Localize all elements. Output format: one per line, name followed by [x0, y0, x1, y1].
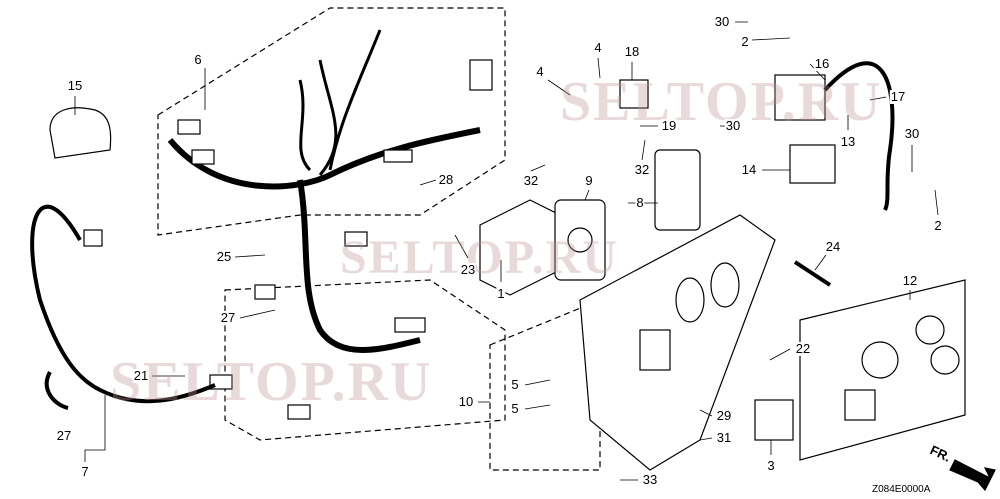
- subharness-group-outline: [224, 279, 506, 441]
- breaker-16: [774, 74, 826, 121]
- watermark: SELTOP.RU: [560, 71, 883, 133]
- drawing-code: Z084E0000A: [872, 484, 931, 495]
- callout: 13: [839, 134, 857, 149]
- callout: 32: [522, 173, 540, 188]
- callout: 23: [459, 262, 477, 277]
- callout: 6: [193, 52, 203, 67]
- callout: 32: [633, 162, 651, 177]
- panel-group-outline: [489, 299, 601, 471]
- watermark: SELTOP.RU: [340, 231, 620, 284]
- callout: 2: [740, 34, 750, 49]
- callout: 30: [724, 118, 742, 133]
- callout: 19: [660, 118, 678, 133]
- callout: 4: [593, 40, 603, 55]
- callout: 27: [55, 428, 73, 443]
- callout: 25: [215, 249, 233, 264]
- receptacle-9: [554, 199, 606, 281]
- callout: 29: [715, 408, 733, 423]
- label-plate-12: [799, 279, 966, 461]
- callout: 4: [535, 64, 545, 79]
- callout: 15: [66, 78, 84, 93]
- bolt-24: [793, 260, 832, 287]
- wire-harness: [167, 127, 481, 190]
- callout: 18: [623, 44, 641, 59]
- switch-3: [754, 399, 794, 441]
- callout: 7: [80, 464, 90, 479]
- harness-group-outline: [157, 7, 506, 236]
- cover-15: [49, 107, 112, 159]
- callout: 17: [889, 89, 907, 104]
- switch-14: [789, 144, 836, 184]
- callout: 10: [457, 394, 475, 409]
- callout: 30: [713, 14, 731, 29]
- watermark: SELTOP.RU: [110, 351, 433, 413]
- callout: 33: [641, 472, 659, 487]
- callout: 3: [766, 458, 776, 473]
- callout: 12: [901, 273, 919, 288]
- callout: 30: [903, 126, 921, 141]
- callout: 21: [132, 368, 150, 383]
- callout: 2: [933, 218, 943, 233]
- receptacle-8: [654, 149, 701, 231]
- front-arrow-icon: [949, 459, 996, 492]
- callout: 14: [740, 162, 758, 177]
- callout: 16: [813, 56, 831, 71]
- callout: 28: [437, 172, 455, 187]
- callout: 9: [584, 173, 594, 188]
- callout: 1: [496, 286, 506, 301]
- callout: 8: [635, 195, 645, 210]
- part-18: [619, 79, 649, 109]
- callout: 5: [510, 377, 520, 392]
- callout: 24: [824, 239, 842, 254]
- callout: 27: [219, 310, 237, 325]
- callout: 31: [715, 430, 733, 445]
- cable-7: [30, 204, 216, 404]
- callout: 22: [794, 341, 812, 356]
- callout: 5: [510, 401, 520, 416]
